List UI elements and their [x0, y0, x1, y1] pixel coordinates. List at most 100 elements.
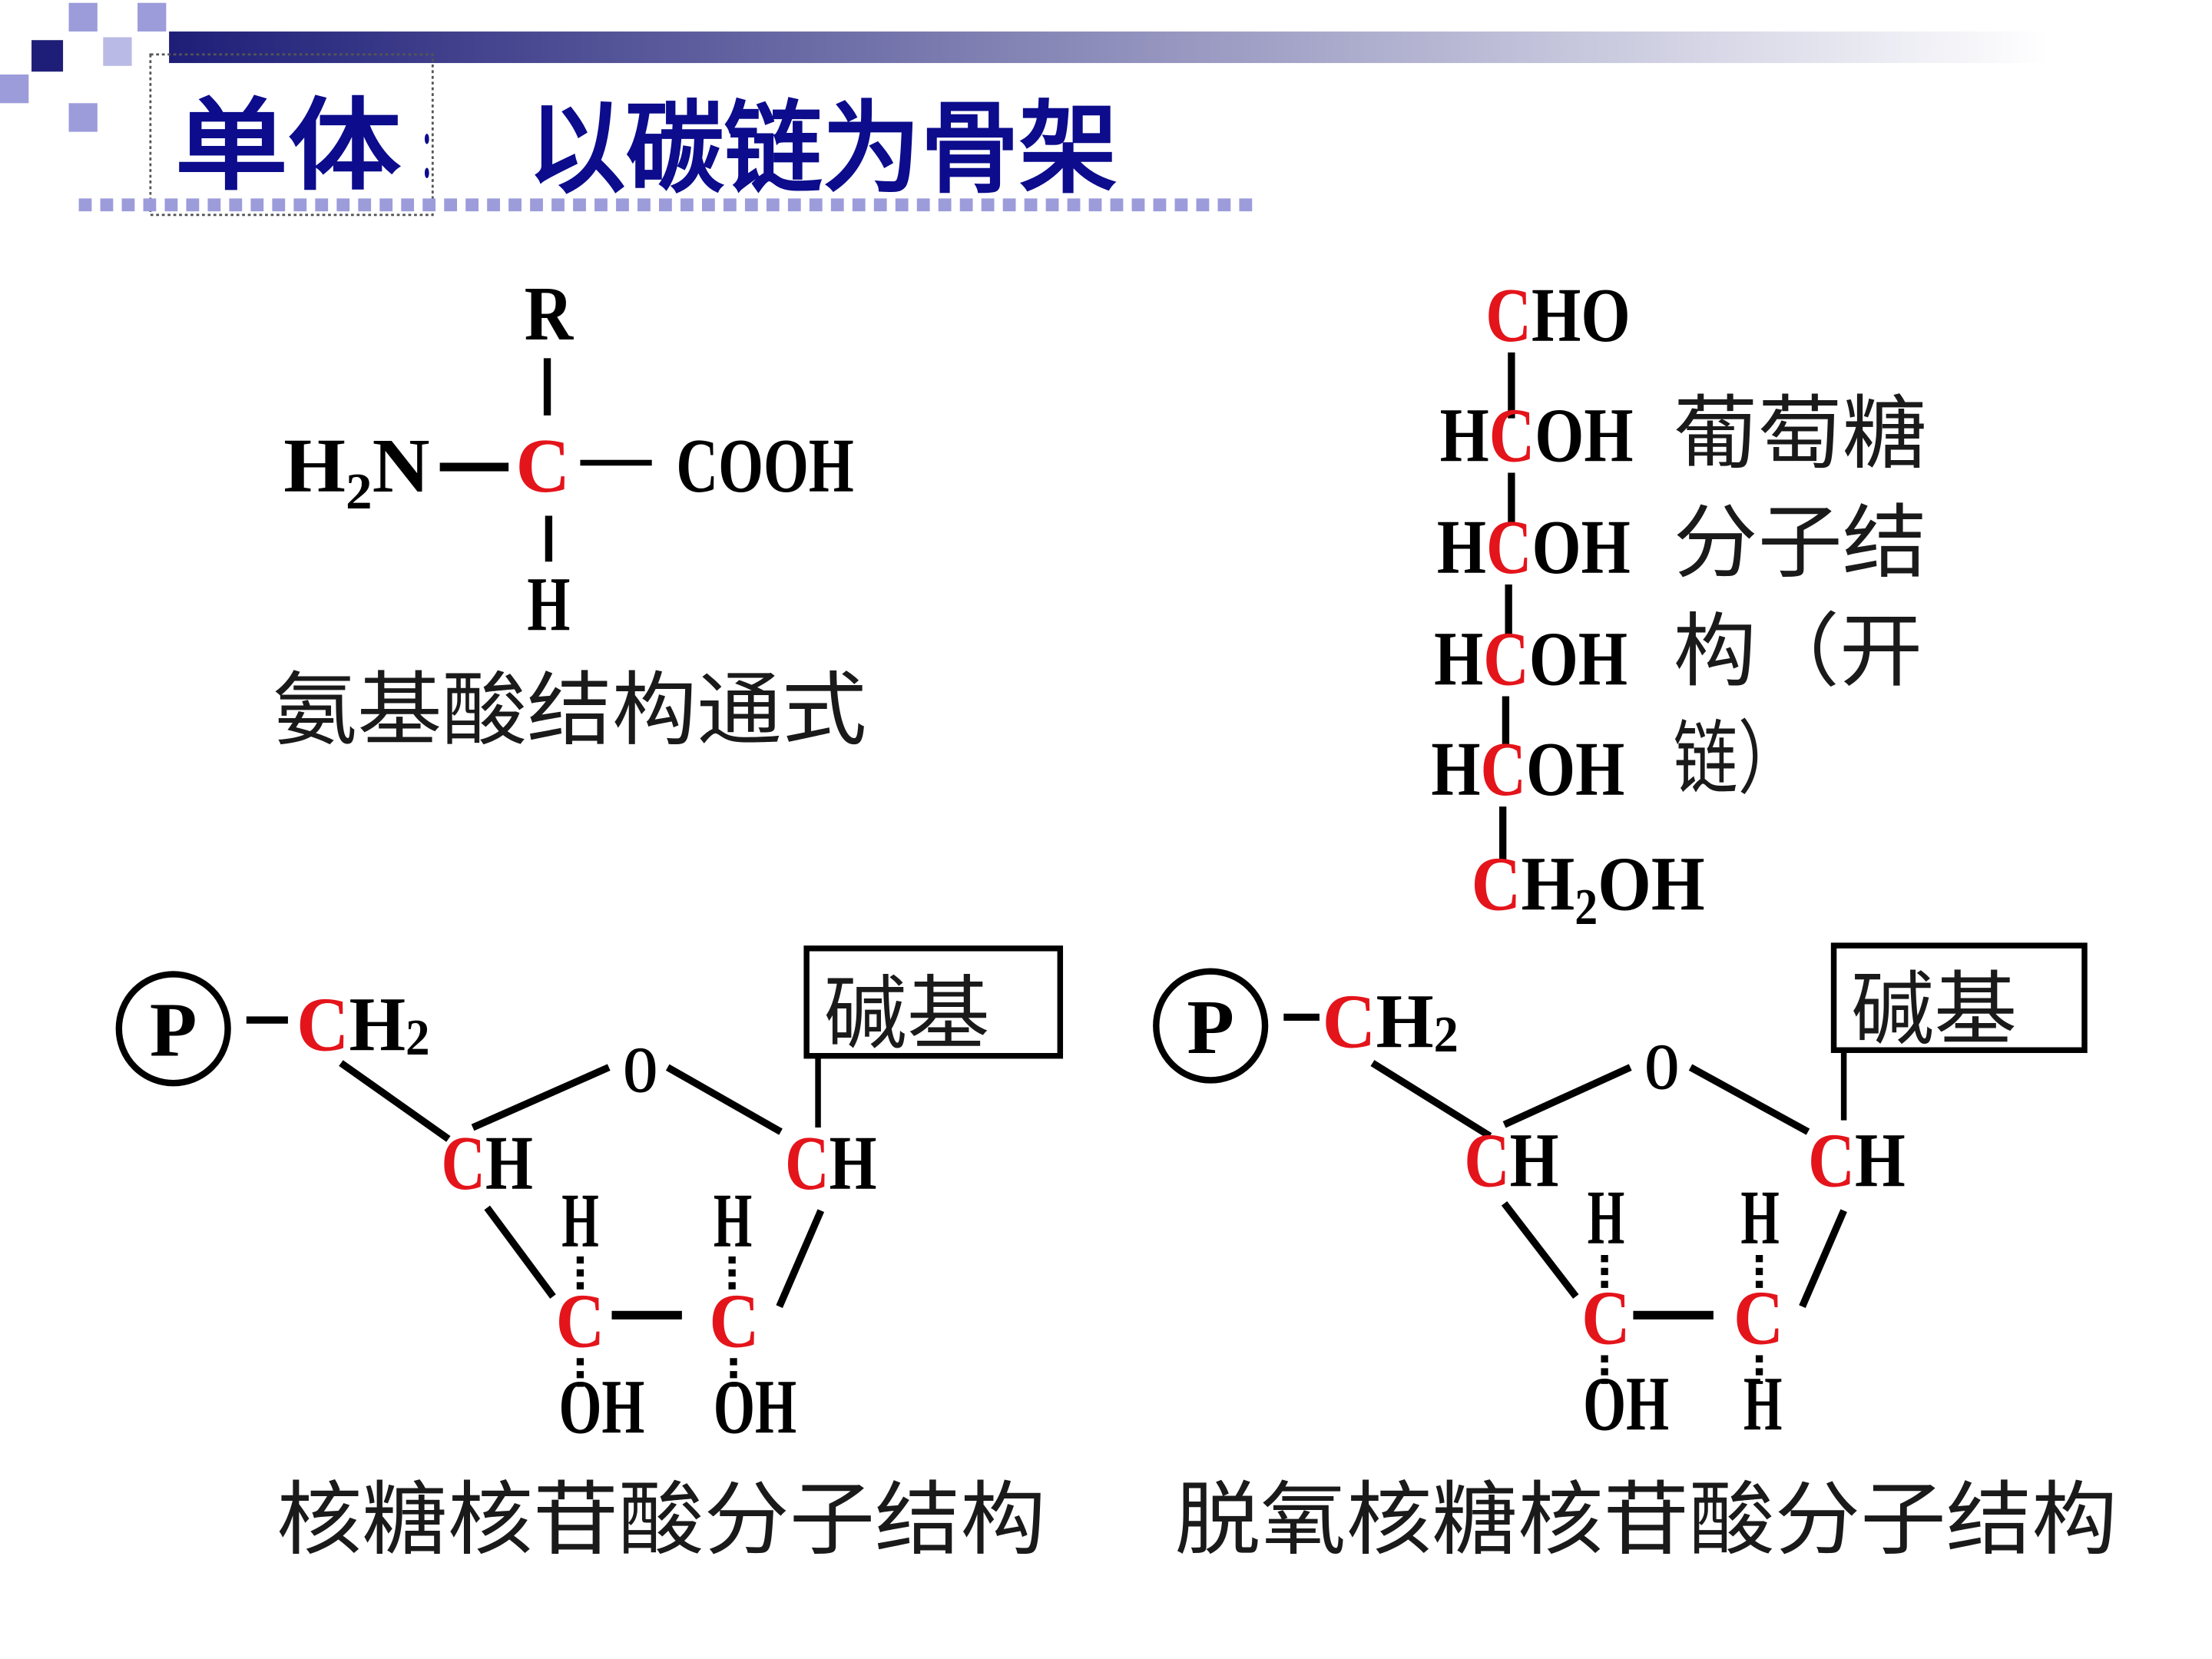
- carbon-label: C: [442, 1120, 485, 1206]
- carbon-label: C: [1489, 392, 1535, 478]
- aldehyde-group-label: CHO: [1485, 272, 1630, 358]
- decor-square: [68, 2, 98, 32]
- carbon-label: C: [296, 981, 349, 1067]
- hydroxyl-label: OH: [1526, 726, 1624, 812]
- base-box: [1830, 942, 2088, 1053]
- hydroxyl-label: OH: [1529, 616, 1628, 702]
- bond-oxygen-c1: [1688, 1064, 1810, 1135]
- bond-ch2-c4: [339, 1060, 451, 1142]
- base-box: [803, 945, 1064, 1059]
- carbon-label: C: [1486, 504, 1532, 590]
- decor-square-navy: [31, 40, 64, 72]
- glucose-caption-line: 分子结: [1674, 495, 1927, 589]
- hydrogen-label: H: [527, 561, 570, 647]
- c4-ch-label: CH: [442, 1120, 533, 1206]
- phosphate-circle: [1153, 968, 1269, 1084]
- hydroxyl-label: OH: [1535, 392, 1633, 478]
- hydroxyl-label: OH: [1598, 840, 1705, 926]
- hydrogen-label: H: [485, 1120, 533, 1206]
- carbon-label: C: [1808, 1117, 1855, 1203]
- glucose-caption-line: 葡萄糖: [1674, 387, 1927, 481]
- glucose-chain-row: HCOH: [1440, 392, 1634, 478]
- amino-subscript: 2: [346, 462, 373, 520]
- decor-square: [137, 2, 167, 32]
- base-label: 碱基: [824, 967, 990, 1061]
- header-decoration: [0, 2, 2212, 132]
- slide-title-label: 单体: [175, 86, 402, 204]
- terminal-group-label: CH2OH: [1472, 840, 1705, 935]
- deoxyribonucleotide-structure: P CH2 碱基 O CH CH H H C C OH H 脱氧核糖核苷酸分子结…: [1153, 942, 2118, 1567]
- c2-lower-hydrogen-label: H: [1743, 1361, 1782, 1447]
- hydrogen-label: H: [1437, 504, 1486, 590]
- phosphate-circle: [115, 971, 231, 1087]
- title-placeholder-frame: [149, 53, 434, 217]
- hydrogen-label: H: [349, 981, 406, 1067]
- c4-ch-label: CH: [1464, 1117, 1558, 1203]
- ch2-group-label: CH2: [1323, 979, 1459, 1065]
- amino-group-label: H2N: [283, 422, 429, 520]
- carbon-label: C: [1483, 616, 1529, 702]
- c3-hydroxyl-label: OH: [558, 1363, 644, 1449]
- decor-square: [68, 103, 98, 132]
- slide-title-text: 以碳链为骨架: [527, 89, 1117, 207]
- alpha-carbon-label: C: [516, 422, 571, 508]
- base-label: 碱基: [1851, 962, 2017, 1056]
- subscript-label: 2: [1434, 1005, 1459, 1063]
- glucose-caption-line: 链）: [1674, 712, 1803, 806]
- deoxyribonucleotide-caption: 脱氧核糖核苷酸分子结构: [1175, 1473, 2118, 1567]
- c2-top-hydrogen: H: [1740, 1174, 1779, 1260]
- hydrogen-label: H: [1431, 726, 1480, 812]
- c2-carbon-label: C: [709, 1277, 759, 1363]
- c3-top-hydrogen: H: [1588, 1174, 1624, 1260]
- amino-acid-caption: 氨基酸结构通式: [272, 664, 866, 757]
- carboxyl-group-label: COOH: [676, 422, 853, 508]
- c3-hydroxyl-label: OH: [1583, 1361, 1669, 1447]
- c3-carbon-label: C: [1581, 1275, 1630, 1361]
- carbon-label: C: [1485, 272, 1532, 358]
- amino-acid-structure: R H2N C COOH H 氨基酸结构通式: [272, 270, 866, 757]
- carbon-label: C: [785, 1120, 829, 1206]
- c3-carbon-label: C: [556, 1277, 604, 1363]
- header-gradient-bar: [169, 31, 2212, 64]
- hydrogen-label: H: [1440, 392, 1489, 478]
- bond-c1-c2: [1799, 1209, 1847, 1308]
- ribonucleotide-caption: 核糖核苷酸分子结构: [276, 1473, 1046, 1567]
- ch2-group-label: CH2: [296, 981, 429, 1067]
- subscript-label: 2: [1575, 878, 1598, 935]
- r-group-label: R: [525, 270, 575, 356]
- carbon-label: C: [1464, 1117, 1509, 1203]
- glucose-chain-row: HCOH: [1434, 616, 1628, 702]
- glucose-chain-row: HCOH: [1437, 504, 1631, 590]
- glucose-caption-line: 构（开: [1674, 604, 1923, 698]
- carbon-label: C: [1472, 840, 1522, 926]
- slide-title-separator: ：: [420, 114, 449, 194]
- c2-hydroxyl-label: OH: [714, 1363, 796, 1449]
- bond-c4-c3: [484, 1205, 556, 1299]
- hydrogen-label: H: [1521, 840, 1575, 926]
- phosphate-label: P: [150, 987, 197, 1073]
- carbon-label: C: [1323, 979, 1376, 1065]
- glucose-structure: CHO HCOH HCOH HCOH HCOH CH2OH 葡萄糖 分子结 构（…: [1431, 272, 1926, 935]
- bond-oxygen-c1: [665, 1064, 783, 1135]
- bond-ch2-c4: [1370, 1060, 1492, 1140]
- c1-ch-label: CH: [785, 1120, 876, 1206]
- glucose-chain-row: HCOH: [1431, 726, 1624, 812]
- hydroxyl-label: OH: [1532, 504, 1630, 590]
- ring-oxygen-label: O: [623, 1033, 657, 1106]
- aldehyde-rest: HO: [1532, 272, 1631, 358]
- bond-c4-c3: [1501, 1200, 1579, 1299]
- amino-h: H: [283, 422, 346, 508]
- c2-top-hydrogen: H: [714, 1177, 752, 1263]
- hydrogen-label: H: [1376, 979, 1433, 1065]
- hydrogen-label: H: [1434, 616, 1483, 702]
- ribonucleotide-structure: P CH2 碱基 O CH CH H H C C OH OH 核糖核苷酸分子结构: [115, 945, 1064, 1567]
- bond-c1-c2: [776, 1209, 825, 1308]
- subscript-label: 2: [406, 1008, 430, 1066]
- carbon-label: C: [1481, 726, 1527, 812]
- c2-carbon-label: C: [1734, 1275, 1783, 1361]
- bond-c4-oxygen: [1502, 1064, 1632, 1128]
- bond-c4-oxygen: [471, 1064, 611, 1131]
- amino-n: N: [373, 422, 430, 508]
- hydrogen-label: H: [1510, 1117, 1559, 1203]
